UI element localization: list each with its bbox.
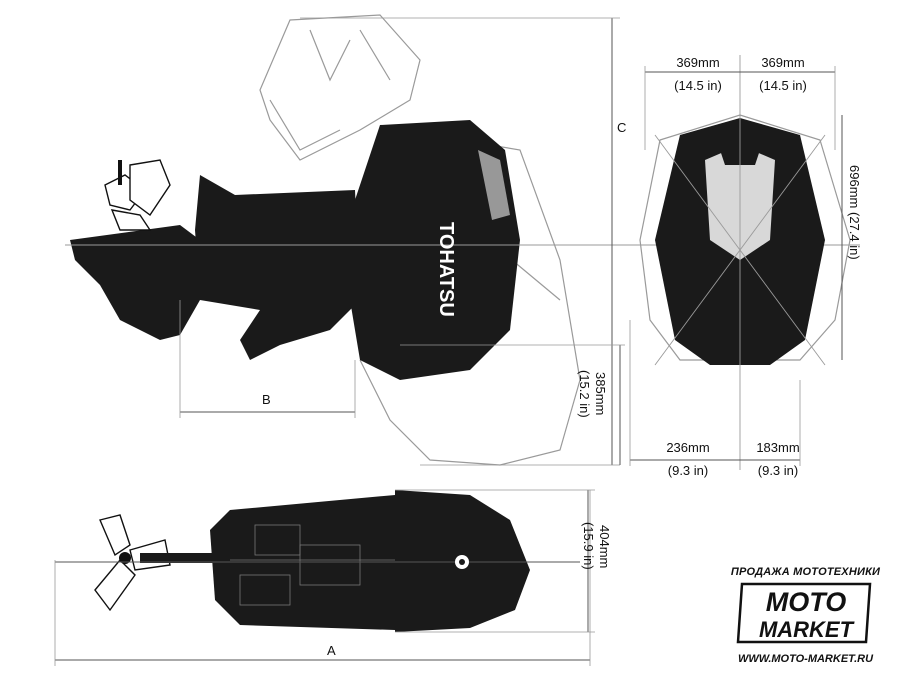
rear-view xyxy=(629,55,851,470)
moto-market-logo: MOTO MARKET xyxy=(736,582,871,644)
top-detail-lines xyxy=(230,524,395,606)
cowling-brand-text: TOHATSU xyxy=(435,222,457,317)
logo-line2: MARKET xyxy=(758,617,854,642)
rear-depth-dim: 696mm (27.4 in) xyxy=(847,165,862,260)
propeller-side xyxy=(104,159,171,231)
top-height-mm: 404mm xyxy=(597,525,612,569)
side-height-mm: 385mm xyxy=(593,372,608,416)
engine-midsection xyxy=(195,175,360,360)
engine-cowling xyxy=(350,120,520,380)
rear-construction-lines xyxy=(654,55,826,470)
watermark-top-text: ПРОДАЖА МОТОТЕХНИКИ xyxy=(730,566,881,578)
rear-outline xyxy=(639,114,851,361)
rear-bottom-left-in: (9.3 in) xyxy=(667,463,709,478)
side-view: TOHATSU xyxy=(65,14,860,466)
rear-bottom-right-in: (9.3 in) xyxy=(757,463,799,478)
side-height-in: (15.2 in) xyxy=(577,370,592,418)
rear-half-width-right-mm: 369mm xyxy=(761,55,805,70)
logo-line1: MOTO xyxy=(765,587,846,617)
rear-depth-in: (27.4 in) xyxy=(847,211,862,260)
dimension-label-b: B xyxy=(262,392,271,407)
watermark-url: WWW.MOTO-MARKET.RU xyxy=(737,653,874,665)
rear-bottom-right-mm: 183mm xyxy=(756,440,800,455)
top-view xyxy=(54,489,595,666)
moto-market-watermark: ПРОДАЖА МОТОТЕХНИКИ MOTO MARKET WWW.MOTO… xyxy=(718,566,893,665)
rear-half-width-right-in: (14.5 in) xyxy=(759,78,807,93)
dimension-label-a: A xyxy=(327,643,336,658)
dimension-label-c: C xyxy=(617,120,627,135)
rear-half-width-left-mm: 369mm xyxy=(676,55,720,70)
rear-bottom-left-mm: 236mm xyxy=(666,440,710,455)
top-height-in: (15.9 in) xyxy=(581,522,596,570)
rear-half-width-left-in: (14.5 in) xyxy=(674,78,722,93)
rear-depth-mm: 696mm xyxy=(847,165,862,209)
gearcase xyxy=(70,225,200,340)
